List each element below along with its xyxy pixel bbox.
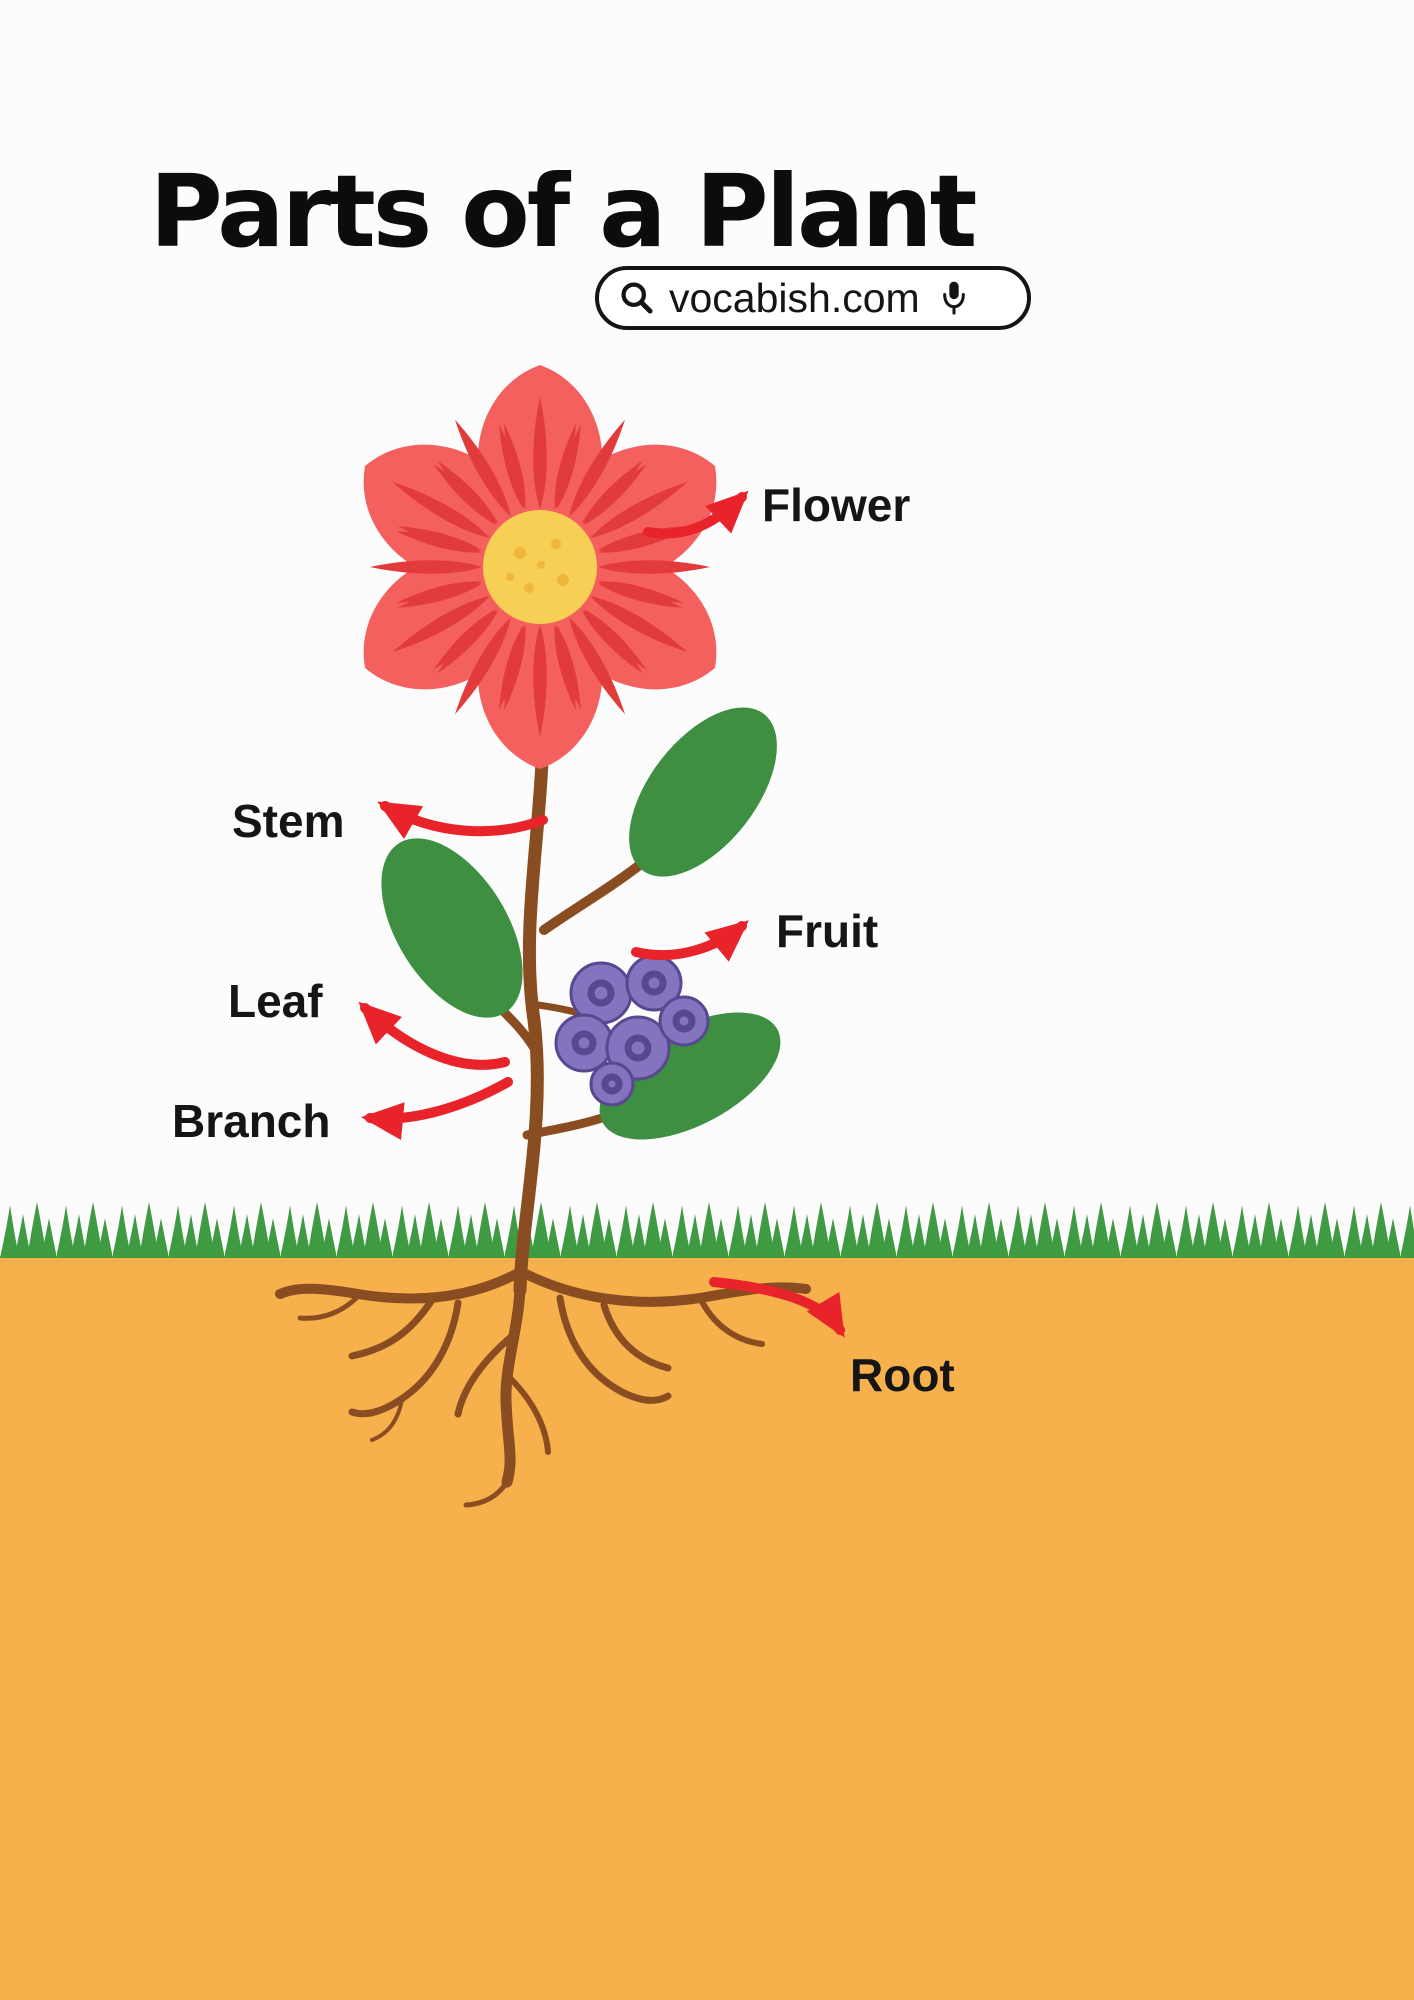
callout-arrows <box>358 490 845 1338</box>
stem-label: Stem <box>232 795 345 847</box>
leaves-illustration <box>381 707 781 1140</box>
fruit-arrow <box>631 920 749 962</box>
branch-lower-right <box>522 1113 607 1140</box>
search-icon <box>621 282 653 314</box>
grass-strip <box>0 1200 1414 1258</box>
soil-ground <box>0 1256 1414 2000</box>
microphone-icon[interactable] <box>940 278 968 318</box>
leaf-arrow <box>358 1001 510 1070</box>
branch-label: Branch <box>172 1095 331 1147</box>
search-bar[interactable]: vocabish.com <box>595 266 1031 330</box>
search-url-text: vocabish.com <box>669 274 920 321</box>
root-label: Root <box>850 1349 955 1401</box>
leaf-upper-right <box>629 707 777 877</box>
leaf-label: Leaf <box>228 975 323 1027</box>
branch-left <box>497 1005 539 1053</box>
flower-label: Flower <box>762 479 911 531</box>
stem-arrow <box>377 801 548 839</box>
leaf-lower-right <box>599 1012 781 1140</box>
page-title: Parts of a Plant <box>149 153 978 270</box>
fruit-label: Fruit <box>776 905 879 957</box>
roots-illustration <box>275 1266 811 1508</box>
leaf-left <box>381 838 523 1018</box>
branch-arrow <box>361 1077 513 1141</box>
flower-arrow <box>643 490 749 539</box>
flower-illustration <box>333 365 747 769</box>
branch-upper-right <box>539 855 651 935</box>
root-arrow <box>709 1277 845 1338</box>
fruit-illustration <box>554 954 710 1107</box>
